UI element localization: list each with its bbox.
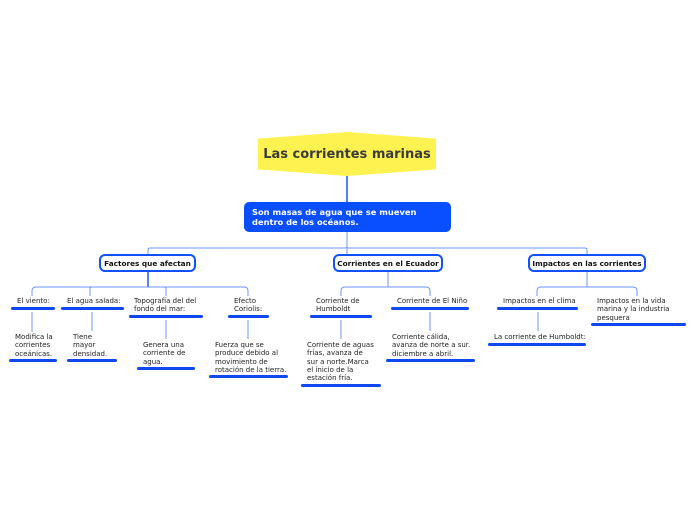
subtopic-humboldt[interactable]: Corriente de Humboldt [316, 297, 372, 314]
detail-text: Genera una corriente de agua. [143, 341, 186, 366]
detail-text: Tiene mayor densidad. [73, 333, 108, 358]
root-topic-title: Las corrientes marinas [263, 146, 431, 162]
detail-underline [9, 359, 57, 362]
detail-text: Corriente de aguas frías, avanza de sur … [307, 341, 374, 383]
detail-underline [67, 359, 117, 362]
detail-text: La corriente de Humboldt: [494, 333, 586, 341]
subtopic-label: El viento: [17, 297, 50, 305]
category-factores[interactable]: Factores que afectan [99, 254, 196, 272]
root-topic[interactable]: Las corrientes marinas [258, 132, 436, 176]
detail-underline [386, 359, 475, 362]
detail-agua-salada[interactable]: Tiene mayor densidad. [73, 333, 109, 358]
subtopic-underline [310, 315, 372, 318]
category-label: Factores que afectan [104, 258, 191, 268]
category-ecuador[interactable]: Corrientes en el Ecuador [333, 254, 443, 272]
subtopic-underline [228, 315, 269, 318]
description-node[interactable]: Son masas de agua que se mueven dentro d… [244, 202, 451, 232]
detail-viento[interactable]: Modifica la corrientes oceánicas. [15, 333, 57, 358]
subtopic-el-nino[interactable]: Corriente de El Niño [397, 297, 469, 305]
category-impactos[interactable]: Impactos en las corrientes [528, 254, 646, 272]
subtopic-underline [61, 307, 124, 310]
detail-text: Modifica la corrientes oceánicas. [15, 333, 53, 358]
subtopic-clima[interactable]: Impactos en el clima [503, 297, 579, 305]
category-label: Impactos en las corrientes [532, 258, 642, 268]
subtopic-underline [11, 307, 55, 310]
subtopic-underline [391, 307, 469, 310]
subtopic-underline [497, 307, 578, 310]
detail-underline [137, 367, 195, 370]
subtopic-viento[interactable]: El viento: [17, 297, 57, 305]
detail-text: Corriente cálida, avanza de norte a sur.… [392, 333, 471, 358]
subtopic-vida-marina[interactable]: Impactos en la vida marina y la industri… [597, 297, 677, 322]
detail-underline [209, 375, 288, 378]
subtopic-label: El agua salada: [67, 297, 121, 305]
subtopic-coriolis[interactable]: Efecto Coriolis: [234, 297, 268, 314]
detail-underline [488, 343, 586, 346]
detail-humboldt[interactable]: Corriente de aguas frías, avanza de sur … [307, 341, 375, 382]
subtopic-label: Efecto Coriolis: [234, 297, 263, 314]
detail-underline [301, 384, 381, 387]
subtopic-label: Impactos en el clima [503, 297, 576, 305]
detail-clima[interactable]: La corriente de Humboldt: [494, 333, 586, 341]
detail-el-nino[interactable]: Corriente cálida, avanza de norte a sur.… [392, 333, 472, 358]
subtopic-label: Impactos en la vida marina y la industri… [597, 297, 670, 322]
subtopic-topografia[interactable]: Topografía del del fondo del mar: [134, 297, 200, 314]
subtopic-underline [129, 315, 203, 318]
subtopic-label: Corriente de Humboldt [316, 297, 360, 314]
detail-text: Fuerza que se produce debido al movimien… [215, 341, 287, 374]
category-label: Corrientes en el Ecuador [337, 258, 439, 268]
subtopic-agua-salada[interactable]: El agua salada: [67, 297, 127, 305]
detail-topografia[interactable]: Genera una corriente de agua. [143, 341, 189, 366]
description-text: Son masas de agua que se mueven dentro d… [252, 207, 417, 227]
subtopic-label: Topografía del del fondo del mar: [134, 297, 197, 314]
subtopic-underline [591, 323, 686, 326]
detail-coriolis[interactable]: Fuerza que se produce debido al movimien… [215, 341, 287, 374]
subtopic-label: Corriente de El Niño [397, 297, 468, 305]
